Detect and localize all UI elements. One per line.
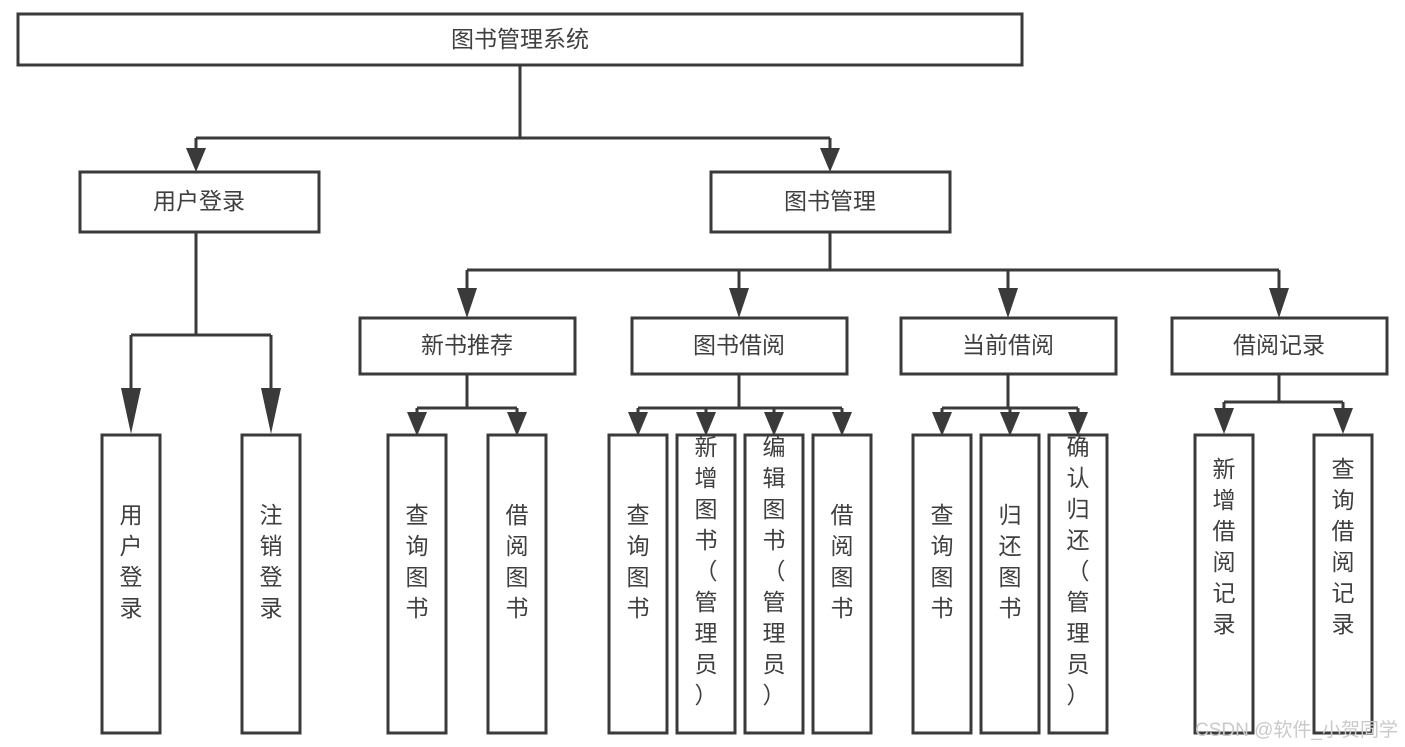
node-book-borrow-label: 图书借阅 (693, 332, 785, 358)
leaf-cb-return-book[interactable]: 归还图书 (979, 433, 1041, 735)
node-new-book-recommend-label: 新书推荐 (421, 332, 513, 358)
arrowhead-new-book (457, 288, 477, 318)
node-book-management-box[interactable] (709, 170, 952, 234)
node-current-borrow-label: 当前借阅 (962, 332, 1054, 358)
leaf-cb-confirm-return-box[interactable] (1047, 433, 1109, 735)
leaf-bb-borrow-book-box[interactable] (811, 433, 873, 735)
node-book-borrow[interactable]: 图书借阅 (630, 316, 849, 376)
node-current-borrow-box[interactable] (899, 316, 1118, 376)
leaf-br-query-record-box[interactable] (1312, 433, 1374, 735)
leaf-cb-return-book-label: 归还图书 (999, 502, 1022, 621)
arrowhead-br-leaf-2 (1333, 408, 1353, 434)
leaf-bb-edit-book-box[interactable] (743, 433, 805, 735)
arrowhead-cb-leaf-1 (932, 412, 952, 436)
arrowhead-user-login (186, 148, 206, 172)
arrowhead-leaf-user-login (121, 388, 141, 434)
leaf-bb-query-book-box[interactable] (607, 433, 669, 735)
node-current-borrow[interactable]: 当前借阅 (899, 316, 1118, 376)
leaf-bb-add-book-label: 新增图书（管理员） (695, 434, 718, 708)
leaf-nbr-borrow-book-label: 借阅图书 (506, 502, 529, 621)
leaf-br-add-record[interactable]: 新增借阅记录 (1193, 433, 1255, 735)
leaf-br-add-record-box[interactable] (1193, 433, 1255, 735)
leaf-bb-edit-book-label: 编辑图书（管理员） (763, 434, 786, 708)
leaf-bb-edit-book[interactable]: 编辑图书（管理员） (743, 433, 805, 735)
leaf-user-login[interactable]: 用户登录 (100, 433, 162, 735)
arrowhead-nbr-leaf-1 (407, 412, 427, 436)
node-root-box[interactable] (16, 12, 1024, 67)
arrowhead-bb-leaf-1 (628, 412, 648, 436)
arrowhead-leaf-logout (261, 388, 281, 434)
arrowhead-nbr-leaf-2 (507, 412, 527, 436)
node-book-management-label: 图书管理 (784, 188, 876, 214)
leaf-cb-query-book[interactable]: 查询图书 (911, 433, 973, 735)
node-user-login[interactable]: 用户登录 (78, 170, 321, 234)
leaf-nbr-query-book[interactable]: 查询图书 (386, 433, 448, 735)
leaf-bb-borrow-book[interactable]: 借阅图书 (811, 433, 873, 735)
leaf-bb-query-book[interactable]: 查询图书 (607, 433, 669, 735)
leaf-cb-confirm-return[interactable]: 确认归还（管理员） (1047, 433, 1109, 735)
arrowhead-borrow-record (1269, 288, 1289, 318)
arrowhead-bb-leaf-4 (832, 412, 852, 436)
node-root-label: 图书管理系统 (451, 26, 589, 52)
node-book-management[interactable]: 图书管理 (709, 170, 952, 234)
leaf-nbr-borrow-book-box[interactable] (486, 433, 548, 735)
arrowhead-cb-leaf-2 (1000, 412, 1020, 436)
node-user-login-label: 用户登录 (153, 188, 245, 214)
arrowhead-bb-leaf-2 (696, 412, 716, 436)
leaf-bb-query-book-label: 查询图书 (627, 502, 650, 621)
arrowhead-cb-leaf-3 (1068, 412, 1088, 436)
leaf-cb-query-book-box[interactable] (911, 433, 973, 735)
leaf-user-login-label: 用户登录 (120, 502, 143, 621)
leaf-logout-box[interactable] (240, 433, 302, 735)
leaf-cb-query-book-label: 查询图书 (931, 502, 954, 621)
leaf-cb-return-book-box[interactable] (979, 433, 1041, 735)
leaf-logout[interactable]: 注销登录 (240, 433, 302, 735)
arrowhead-book-borrow (729, 288, 749, 318)
leaf-nbr-query-book-box[interactable] (386, 433, 448, 735)
connectors-group (121, 65, 1353, 436)
leaf-br-add-record-label: 新增借阅记录 (1213, 456, 1236, 637)
leaf-logout-label: 注销登录 (260, 502, 283, 621)
leaf-br-query-record[interactable]: 查询借阅记录 (1312, 433, 1374, 735)
arrowhead-current-borrow (998, 288, 1018, 318)
leaf-br-query-record-label: 查询借阅记录 (1332, 456, 1355, 637)
leaf-nbr-borrow-book[interactable]: 借阅图书 (486, 433, 548, 735)
node-book-borrow-box[interactable] (630, 316, 849, 376)
node-borrow-record-label: 借阅记录 (1233, 332, 1325, 358)
node-new-book-recommend-box[interactable] (358, 316, 577, 376)
node-borrow-record[interactable]: 借阅记录 (1170, 316, 1389, 376)
node-user-login-box[interactable] (78, 170, 321, 234)
arrowhead-bb-leaf-3 (764, 412, 784, 436)
leaf-bb-add-book-box[interactable] (675, 433, 737, 735)
leaf-nbr-query-book-label: 查询图书 (406, 502, 429, 621)
arrowhead-book-manage (820, 148, 840, 172)
node-new-book-recommend[interactable]: 新书推荐 (358, 316, 577, 376)
leaf-bb-borrow-book-label: 借阅图书 (831, 502, 854, 621)
leaf-cb-confirm-return-label: 确认归还（管理员） (1067, 434, 1090, 708)
arrowhead-br-leaf-1 (1214, 408, 1234, 434)
leaf-bb-add-book[interactable]: 新增图书（管理员） (675, 433, 737, 735)
leaf-user-login-box[interactable] (100, 433, 162, 735)
watermark-label: CSDN @软件_小贺同学 (1195, 719, 1398, 741)
node-root[interactable]: 图书管理系统 (16, 12, 1024, 67)
node-borrow-record-box[interactable] (1170, 316, 1389, 376)
